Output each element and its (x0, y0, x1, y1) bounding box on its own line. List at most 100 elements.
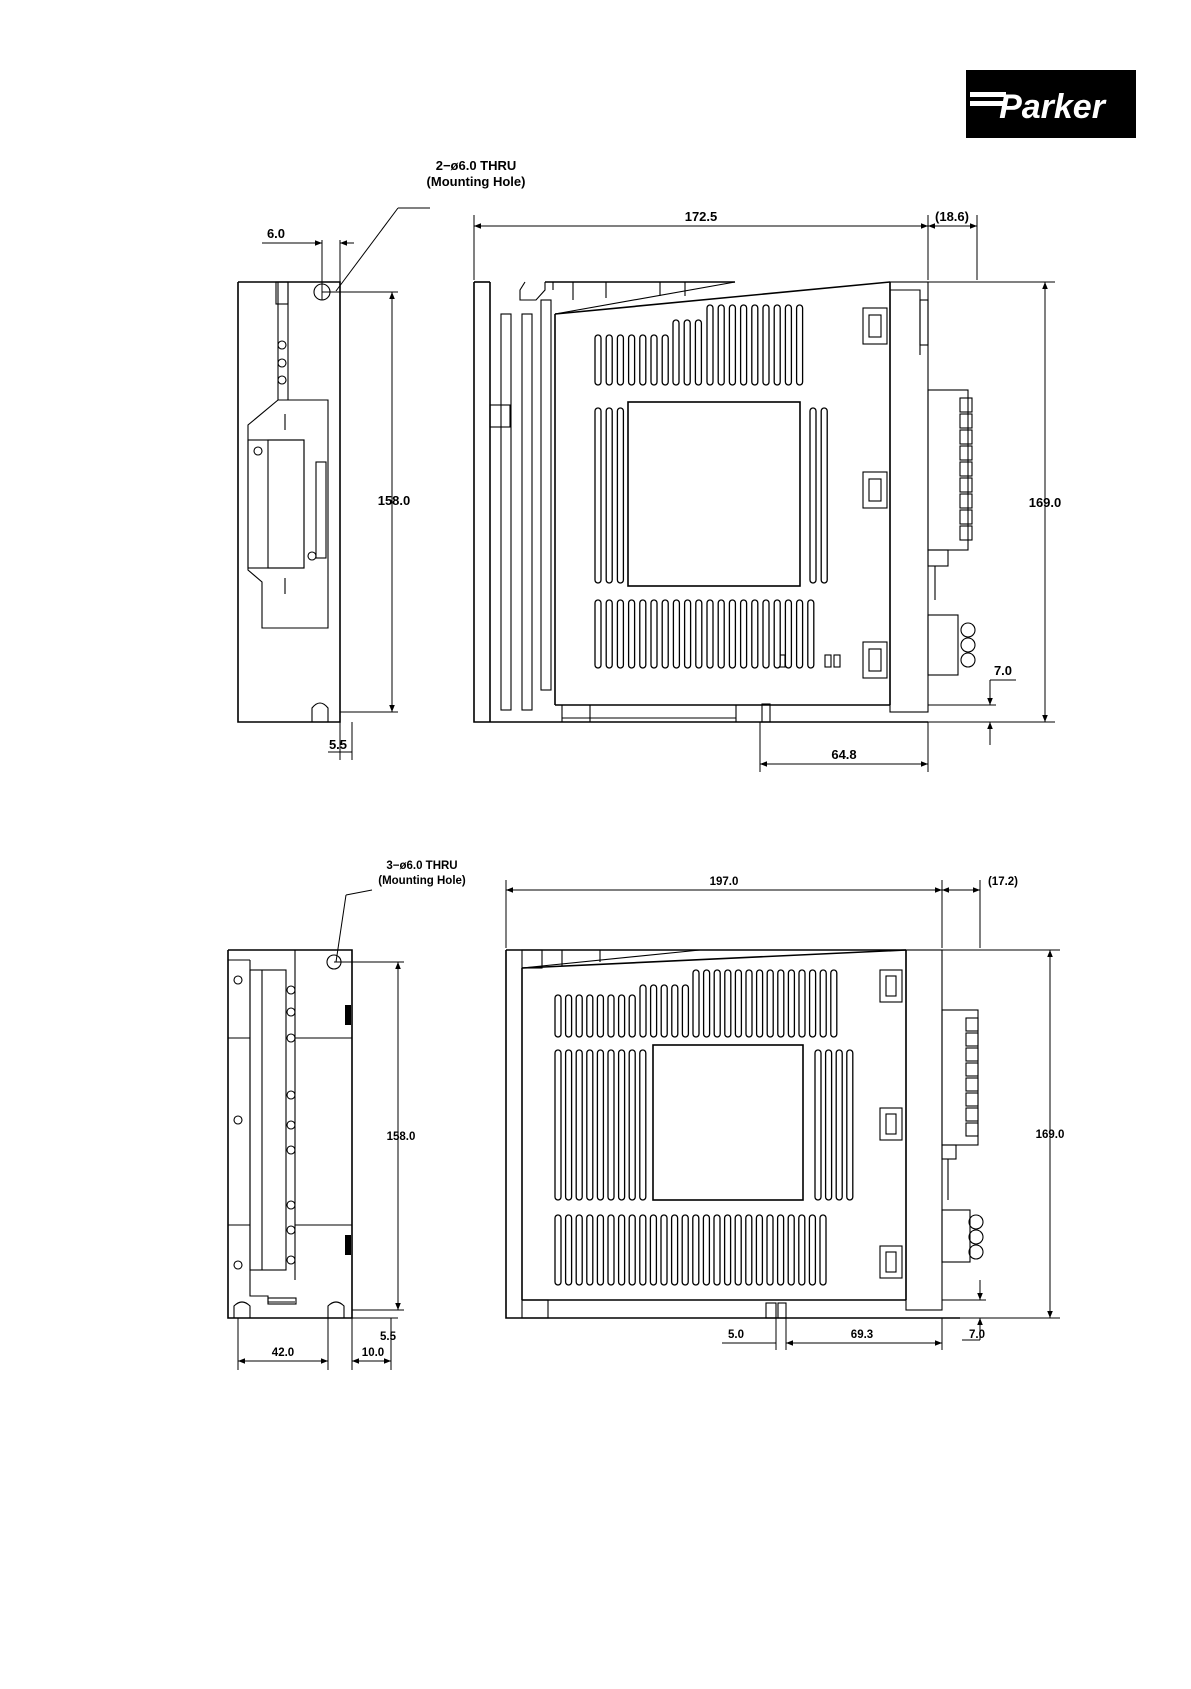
vent-slot (684, 320, 690, 385)
vent-slot (685, 600, 691, 668)
vent-slot (714, 1215, 720, 1285)
vent-slot (595, 335, 601, 385)
vent-slot (693, 970, 699, 1037)
vent-slot (774, 305, 780, 385)
vent-slot (606, 600, 612, 668)
vent-slot (673, 600, 679, 668)
dim-bottom-hole-spacing: 42.0 (272, 1347, 294, 1359)
vent-slot (831, 970, 837, 1037)
vent-slot (662, 600, 668, 668)
vent-slot (629, 1050, 635, 1200)
vent-slot (757, 970, 763, 1037)
vent-slot (820, 1215, 826, 1285)
vent-slot (640, 335, 646, 385)
dim-top-hole-pitch: 158.0 (378, 493, 411, 508)
vent-slot (576, 1050, 582, 1200)
dim-bottom-offset: 5.5 (380, 1331, 397, 1343)
vent-slot (714, 970, 720, 1037)
vent-slot (651, 600, 657, 668)
vent-slot (767, 1215, 773, 1285)
vent-slot (576, 1215, 582, 1285)
vent-slot (729, 305, 735, 385)
vent-slot (826, 1050, 832, 1200)
vent-slot (836, 1050, 842, 1200)
vent-slot (707, 305, 713, 385)
hole-note-top-line1: 2−ø6.0 THRU (436, 158, 517, 173)
vent-slot (718, 600, 724, 668)
vent-slot (587, 1050, 593, 1200)
vent-slot (799, 970, 805, 1037)
vent-slot (788, 970, 794, 1037)
vent-slot (847, 1050, 853, 1200)
vent-slot (606, 408, 612, 583)
vent-slot (821, 408, 827, 583)
vent-slot (640, 1215, 646, 1285)
dim-bottom-small-offset: 5.0 (728, 1329, 744, 1341)
vent-slot (741, 305, 747, 385)
vent-slot (555, 995, 561, 1037)
vent-slot (608, 995, 614, 1037)
vent-slot (566, 1215, 572, 1285)
vent-slot (566, 995, 572, 1037)
dim-top-connector-depth: (18.6) (935, 209, 969, 224)
bottom-front-vent-slots (555, 970, 853, 1285)
vent-slot (576, 995, 582, 1037)
dim-bottom-height: 169.0 (1036, 1129, 1065, 1141)
vent-slot (810, 970, 816, 1037)
vent-slot (661, 1215, 667, 1285)
top-front-vent-slots (595, 305, 827, 668)
vent-slot (608, 1050, 614, 1200)
vent-slot (617, 335, 623, 385)
vent-slot (555, 1050, 561, 1200)
vent-slot (619, 1050, 625, 1200)
vent-slot (595, 408, 601, 583)
dim-bottom-hole-pitch: 158.0 (387, 1131, 416, 1143)
vent-slot (763, 600, 769, 668)
vent-slot (763, 305, 769, 385)
dim-bottom-connector-depth: (17.2) (988, 876, 1018, 888)
vent-slot (752, 600, 758, 668)
vent-slot (662, 335, 668, 385)
dim-bottom-depth: 197.0 (710, 876, 739, 888)
vent-slot (735, 970, 741, 1037)
vent-slot (651, 335, 657, 385)
vent-slot (629, 600, 635, 668)
dim-top-depth: 172.5 (685, 209, 718, 224)
vent-slot (629, 335, 635, 385)
dim-top-connector-offset: 64.8 (831, 747, 856, 762)
vent-slot (629, 995, 635, 1037)
vent-slot (597, 1050, 603, 1200)
vent-slot (640, 985, 646, 1037)
parker-logo: Parker (966, 70, 1136, 138)
hole-note-bottom-line1: 3−ø6.0 THRU (386, 860, 457, 872)
vent-slot (703, 1215, 709, 1285)
vent-slot (729, 600, 735, 668)
vent-slot (693, 1215, 699, 1285)
vent-slot (704, 970, 710, 1037)
vent-slot (707, 600, 713, 668)
dim-bottom-edge-offset: 10.0 (362, 1347, 384, 1359)
bottom-side-dimensions (238, 890, 404, 1370)
vent-slot (640, 1050, 646, 1200)
vent-slot (597, 1215, 603, 1285)
vent-slot (774, 600, 780, 668)
vent-slot (555, 1215, 561, 1285)
top-side-view (238, 282, 340, 722)
dim-bottom-connector-offset: 69.3 (851, 1329, 873, 1341)
vent-slot (767, 970, 773, 1037)
vent-slot (661, 985, 667, 1037)
vent-slot (797, 305, 803, 385)
vent-slot (741, 600, 747, 668)
dim-top-foot: 7.0 (994, 663, 1012, 678)
vent-slot (725, 970, 731, 1037)
bottom-side-view (228, 950, 352, 1318)
vent-slot (778, 1215, 784, 1285)
top-side-dimensions (262, 208, 430, 760)
vent-slot (752, 305, 758, 385)
vent-slot (696, 600, 702, 668)
vent-slot (797, 600, 803, 668)
vent-slot (756, 1215, 762, 1285)
logo-text: Parker (999, 88, 1107, 126)
